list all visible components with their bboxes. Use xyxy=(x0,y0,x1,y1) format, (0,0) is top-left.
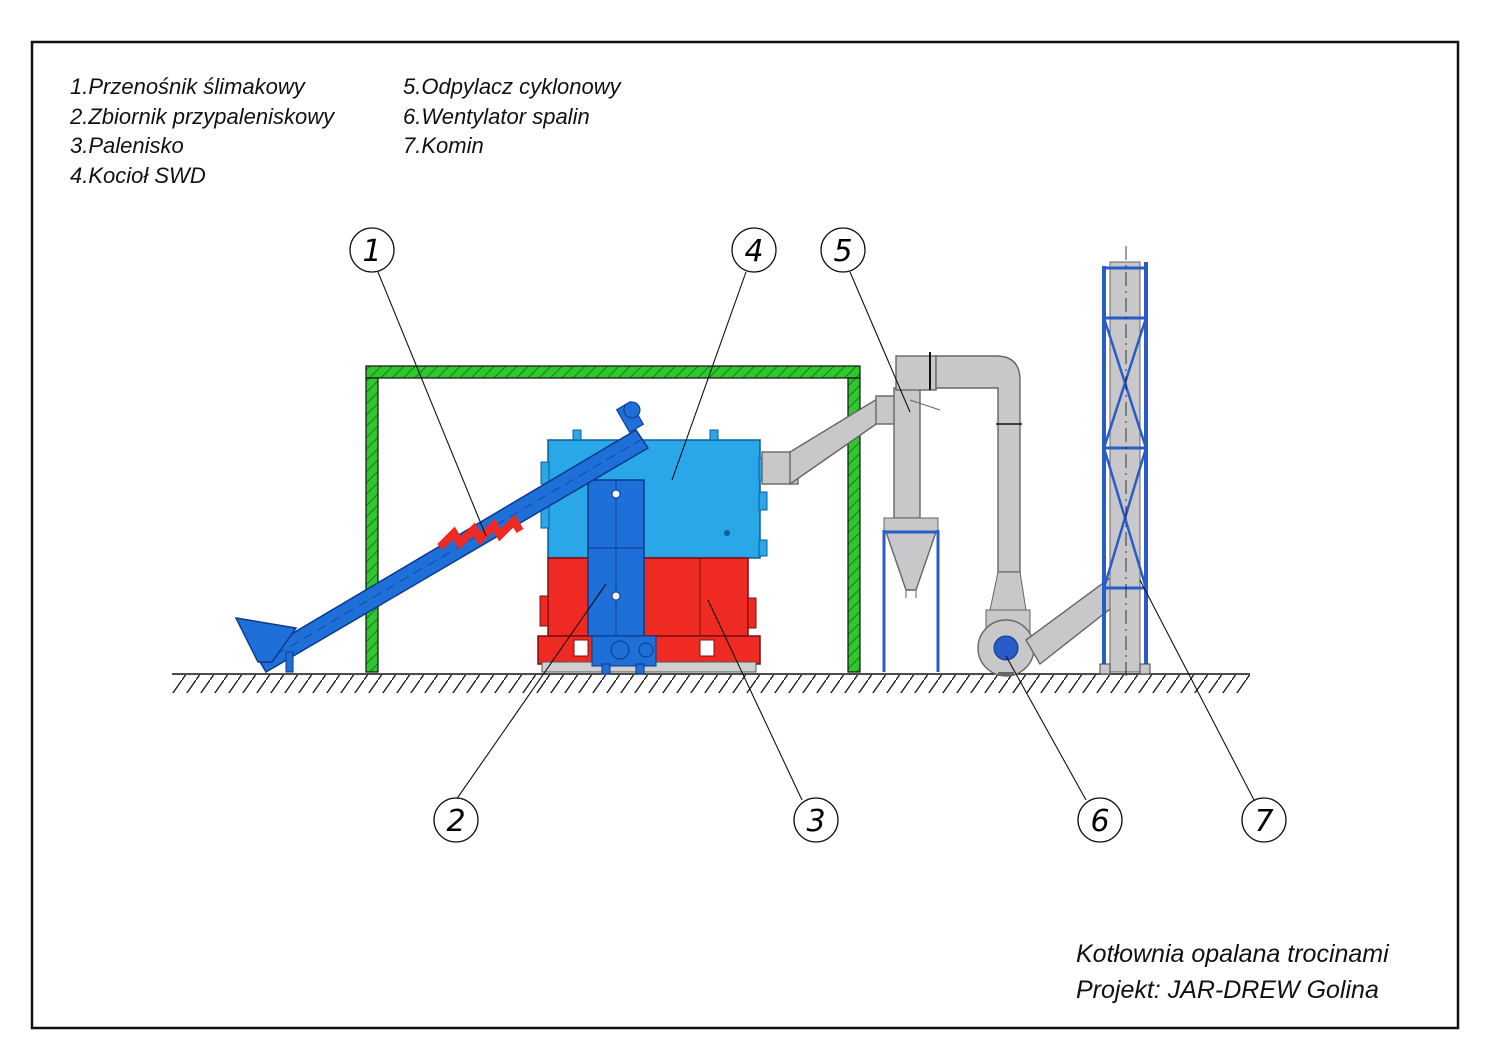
legend-item-screw-conveyor: 1.Przenośnik ślimakowy xyxy=(70,74,305,99)
legend-item-furnace: 3.Palenisko xyxy=(70,133,184,158)
callout-7: 7 xyxy=(1241,797,1287,843)
legend-item-reservoir: 2.Zbiornik przypaleniskowy xyxy=(70,103,335,129)
legend-item-fan: 6.Wentylator spalin xyxy=(403,103,590,129)
callout-4: 4 xyxy=(731,227,777,273)
callout-3: 3 xyxy=(793,797,839,843)
svg-text:5: 5 xyxy=(833,234,852,269)
chimney xyxy=(1099,246,1151,680)
svg-text:3: 3 xyxy=(806,804,825,839)
svg-text:7: 7 xyxy=(1254,804,1273,839)
fan-duct xyxy=(895,352,1022,573)
legend-item-cyclone: 5.Odpylacz cyklonowy xyxy=(403,74,621,99)
legend-left: 1.Przenośnik ślimakowy 2.Zbiornik przypa… xyxy=(70,72,334,190)
callout-2: 2 xyxy=(433,797,479,843)
svg-text:2: 2 xyxy=(446,804,465,839)
legend-item-chimney: 7.Komin xyxy=(403,133,484,158)
screw-conveyor xyxy=(234,401,650,674)
caption-project: Projekt: JAR-DREW Golina xyxy=(1076,976,1379,1004)
leader-lines xyxy=(377,271,1255,801)
caption-title: Kotłownia opalana trocinami xyxy=(1076,940,1389,968)
flue-duct xyxy=(761,394,897,486)
reservoir-tank xyxy=(587,479,657,675)
callout-6: 6 xyxy=(1077,797,1123,843)
boiler-swd xyxy=(540,429,768,559)
cyclone-separator xyxy=(882,387,941,672)
legend-right: 5.Odpylacz cyklonowy 6.Wentylator spalin… xyxy=(403,72,621,161)
svg-text:1: 1 xyxy=(362,234,381,269)
ground xyxy=(172,673,1250,693)
exhaust-fan xyxy=(977,571,1125,677)
svg-text:4: 4 xyxy=(744,234,763,269)
legend-item-boiler: 4.Kocioł SWD xyxy=(70,162,206,188)
callout-5: 5 xyxy=(820,227,866,273)
drawing-border xyxy=(30,40,1460,1030)
callout-bubbles: 1 4 5 2 3 6 7 xyxy=(349,227,1287,843)
svg-text:6: 6 xyxy=(1090,804,1109,839)
callout-1: 1 xyxy=(349,227,395,273)
